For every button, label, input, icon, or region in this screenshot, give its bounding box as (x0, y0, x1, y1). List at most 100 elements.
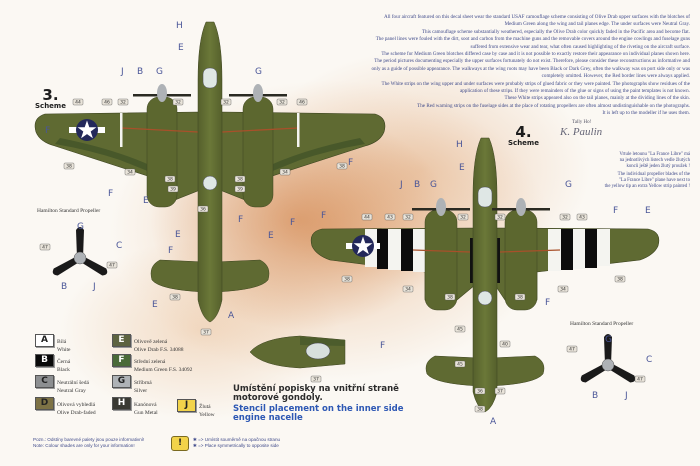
swatch-e: E (112, 334, 131, 347)
cockpit-canopy (202, 67, 218, 89)
colour-name-cz: Žlutá (199, 404, 211, 410)
decal-number-box (454, 325, 466, 333)
callout-letter: C (116, 241, 122, 251)
decal-number-box (220, 98, 232, 106)
note-line: "La France Libre" plane have next to (618, 178, 690, 183)
decal-number-box (117, 98, 129, 106)
intro-line: suffered from extensive wear and tear, w… (470, 43, 691, 50)
decal-number-box (72, 98, 84, 106)
decal-number-marker: 39 (167, 185, 179, 193)
callout-letter: E (178, 43, 184, 53)
decal-number: 38 (617, 277, 623, 283)
decal-number: 47 (637, 377, 643, 383)
decal-number-box (454, 360, 466, 368)
decal-number-marker: 34 (402, 285, 414, 293)
propeller-right-engine (492, 198, 550, 216)
decal-number-marker: 44 (72, 98, 84, 106)
decal-number: 46 (104, 100, 110, 106)
callout-letter: F (168, 246, 173, 256)
intro-line: It is left up to the modeller if he uses… (602, 110, 690, 117)
decal-number: 38 (172, 295, 178, 301)
note-line: the yellow tip an extra Yellow strip pai… (604, 184, 690, 189)
decal-number: 37 (203, 330, 209, 336)
turret-canopy (477, 290, 493, 306)
decal-number-box (557, 285, 569, 293)
decal-number-box (310, 375, 322, 383)
red-walkway-line (412, 249, 561, 253)
white-strip (120, 113, 123, 147)
callout-letter: B (137, 67, 143, 77)
decal-number: 44 (364, 215, 370, 221)
signature: Tally Ho! K. Paulin (560, 120, 602, 138)
decal-number: 47 (109, 263, 115, 269)
scheme-number: 3. (42, 86, 59, 104)
decal-number: 46 (299, 100, 305, 106)
decal-number-marker: 36 (197, 205, 209, 213)
intro-line: Medium Green along the wing and tail pla… (504, 21, 690, 28)
decal-number-box (566, 345, 578, 353)
intro-line: completely omitted. However, the Red bor… (541, 73, 690, 80)
decal-number-box (494, 213, 506, 221)
callout-letter: F (108, 189, 113, 199)
decal-number-marker: 40 (499, 340, 511, 348)
colour-name-en: Olive Drab-faded (57, 409, 96, 416)
intro-line: This camouflage scheme substantially wea… (421, 28, 690, 35)
decal-number-marker: 38 (444, 293, 456, 301)
callout-letter: E (152, 300, 158, 310)
decal-number-marker: 34 (124, 168, 136, 176)
decal-number: 32 (562, 215, 568, 221)
callout-letter: F (613, 206, 618, 216)
callout-letter: E (175, 230, 181, 240)
decal-number-marker: 46 (296, 98, 308, 106)
callout-letter: G (77, 222, 84, 232)
colour-name-en: Neutral Gray (57, 387, 86, 394)
colour-name-en: Yellow (199, 411, 215, 418)
decal-number-marker: 43 (576, 213, 588, 221)
note-line: Vrtule letounu "La France Libre" má (619, 152, 690, 157)
decal-number-marker: 38 (169, 293, 181, 301)
decal-number-marker: 45 (454, 325, 466, 333)
decal-number-marker: 38 (63, 162, 75, 170)
callout-letter: F (321, 211, 326, 221)
fuselage (472, 137, 498, 413)
decal-number-box (276, 98, 288, 106)
colour-name-cz: Olivově zelená (134, 339, 168, 345)
decal-number-box (197, 205, 209, 213)
symmetry-note-en: ✱ => Place symmetrically to opposite sid… (193, 443, 279, 448)
red-walkway-line (121, 127, 299, 133)
callout-letter: F (545, 298, 550, 308)
symmetry-note: ✱ => Umístit souměrně na opačnou stranu … (193, 437, 280, 449)
swatch-j: J (177, 399, 196, 412)
intro-line: The Red warning strips on the fuselage s… (417, 102, 690, 109)
decal-number-marker: 32 (559, 213, 571, 221)
callout-letter: J (120, 67, 124, 77)
colour-note: Pozn.: Odstíny barevné palety jsou pouze… (33, 437, 144, 449)
decal-number-marker: 37 (494, 387, 506, 395)
symmetry-note-cz: ✱ => Umístit souměrně na opačnou stranu (193, 437, 281, 442)
intro-line: All four aircraft featured on this decal… (384, 14, 690, 20)
decal-number: 40 (502, 342, 508, 348)
swatch-b: B (35, 354, 54, 367)
decal-number-marker: 44 (361, 213, 373, 221)
decal-number-marker: 34 (279, 168, 291, 176)
decal-number-marker: 47 (634, 375, 646, 383)
swatch-d: D (35, 397, 54, 410)
decal-number-box (167, 185, 179, 193)
decal-number-marker: 36 (474, 387, 486, 395)
aircraft-scheme-3 (34, 21, 386, 323)
callout-letter: F (238, 215, 243, 225)
intro-line: only as a guide of possible appearance. … (371, 65, 690, 72)
decal-number-box (101, 98, 113, 106)
callout-letter: J (92, 282, 96, 292)
note-line: konců ještě jeden žlutý proužek ! (626, 164, 690, 169)
decal-number-box (444, 293, 456, 301)
decal-number-box (474, 387, 486, 395)
scheme-4-label: 4. Scheme (508, 125, 539, 148)
propeller-detail-right (580, 334, 636, 383)
callout-letter: A (490, 417, 497, 427)
propeller-title-left: Hamilton Standard Propeller (37, 208, 101, 214)
colour-note-cz: Pozn.: Odstíny barevné palety jsou pouze… (33, 437, 145, 442)
stencil-en-line: engine nacelle (233, 413, 303, 423)
